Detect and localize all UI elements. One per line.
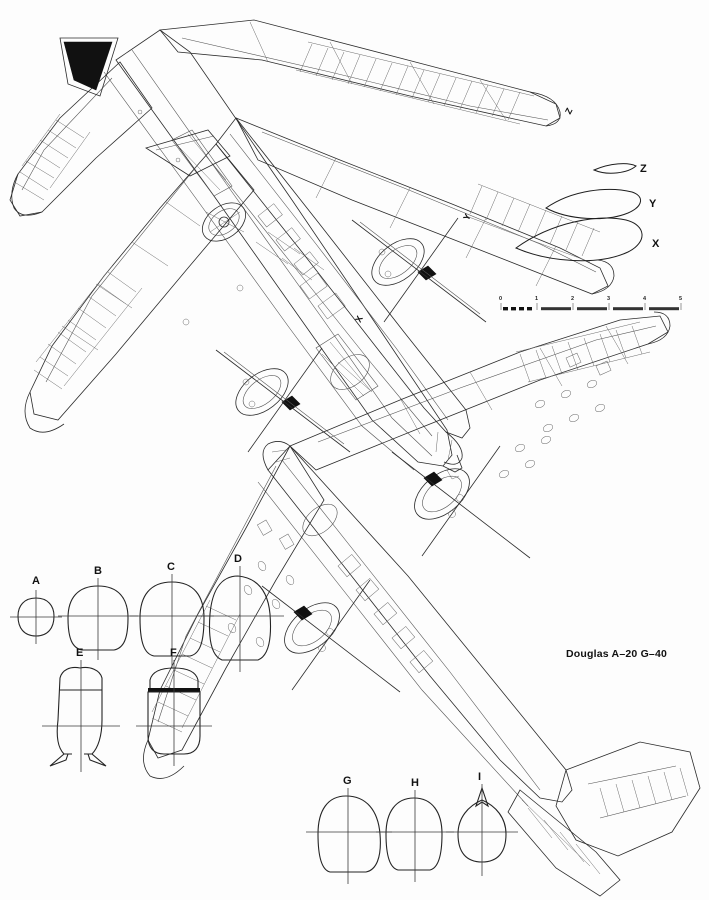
section-label-h: H — [411, 777, 419, 789]
scale-bar — [500, 303, 682, 311]
fuselage-section-A — [10, 590, 62, 644]
fuselage-section-group — [10, 566, 518, 884]
airfoil-y — [545, 188, 641, 220]
section-label-g: G — [343, 775, 352, 787]
scale-tick-1: 1 — [535, 296, 539, 302]
section-label-a: A — [32, 575, 40, 587]
scale-tick-3: 3 — [607, 296, 611, 302]
section-label-i: I — [478, 771, 482, 783]
fuselage-section-I — [446, 784, 518, 876]
fuselage-section-H — [376, 790, 454, 882]
lower-plan-view — [143, 311, 701, 897]
fuselage-section-E — [42, 660, 120, 772]
airfoil-x — [514, 217, 643, 262]
fuselage-section-F — [136, 660, 212, 766]
middle-plan-view — [24, 117, 615, 465]
airfoil-z — [592, 163, 637, 174]
airfoil-section-group — [514, 163, 643, 262]
section-label-d: D — [234, 553, 242, 565]
upper-plan-view — [9, 19, 561, 480]
section-label-f: F — [170, 647, 177, 659]
drawing-caption: Douglas A–20 G–40 — [566, 648, 668, 660]
section-label-b: B — [94, 565, 102, 577]
fuselage-section-G — [306, 788, 392, 884]
scale-tick-5: 5 — [679, 296, 683, 302]
section-label-c: C — [167, 561, 175, 573]
airfoil-label-y: Y — [649, 198, 657, 210]
scale-tick-0: 0 — [499, 296, 503, 302]
section-label-e: E — [76, 647, 84, 659]
airfoil-label-x: X — [652, 238, 660, 250]
fuselage-section-B — [58, 578, 138, 660]
scale-tick-4: 4 — [643, 296, 647, 302]
airfoil-label-z: Z — [640, 163, 647, 175]
fuselage-section-D — [198, 566, 284, 672]
scale-tick-2: 2 — [571, 296, 575, 302]
